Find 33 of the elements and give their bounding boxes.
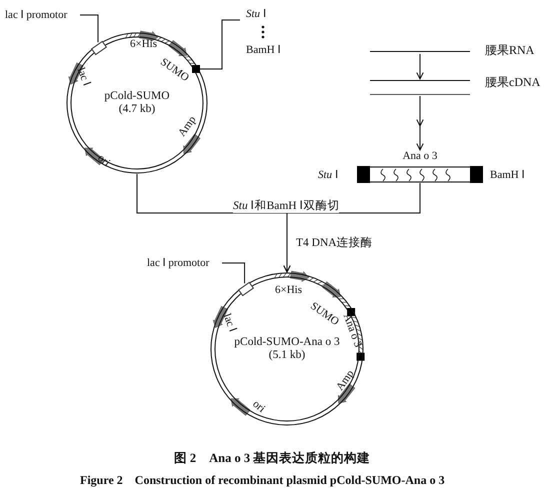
gene-name: Ana o 3 xyxy=(402,150,438,162)
leader-line xyxy=(199,20,240,70)
restriction-site-label: Stu Ⅰ xyxy=(246,8,266,20)
promoter-box xyxy=(90,41,108,56)
plasmid-circle xyxy=(210,272,364,426)
figure-caption: Figure 2 Construction of recombinant plasmid pCold-SUMO-Ana o 3 xyxy=(80,474,445,488)
plasmid-circle xyxy=(66,32,208,174)
feature-label: lac Ⅰ xyxy=(220,312,238,334)
promoter-label: lac Ⅰ promotor xyxy=(5,9,68,22)
edge-label: T4 DNA连接酶 xyxy=(296,237,373,250)
restriction-site-label: BamH Ⅰ xyxy=(246,44,280,56)
feature-label: Ana o 3 xyxy=(340,312,364,349)
plasmid-name: pCold-SUMO (4.7 kb) xyxy=(103,90,171,116)
figure-caption: 图 2 Ana o 3 基因表达质粒的构建 xyxy=(172,452,372,466)
promoter-box xyxy=(238,282,254,297)
promoter-label: lac Ⅰ promotor xyxy=(147,257,210,270)
feature-label: ori xyxy=(250,398,268,416)
restriction-site-label: BamH Ⅰ xyxy=(490,169,524,182)
arrow xyxy=(416,96,424,151)
arrow xyxy=(283,182,420,272)
feature-label: lac Ⅰ xyxy=(74,66,92,88)
leader-line xyxy=(80,14,98,43)
restriction-site-label: Stu Ⅰ xyxy=(318,169,338,182)
plasmid-name: pCold-SUMO-Ana o 3 (5.1 kb) xyxy=(233,336,341,362)
edge-label: Stu Ⅰ和BamH Ⅰ双酶切 xyxy=(233,200,340,213)
leader-line xyxy=(222,262,246,284)
strand-label: 腰果cDNA xyxy=(485,76,540,90)
feature-label: 6×His xyxy=(130,38,157,50)
arrow xyxy=(416,54,424,80)
strand-label: 腰果RNA xyxy=(485,44,534,58)
feature-label: 6×His xyxy=(275,284,302,296)
double-strand xyxy=(370,80,470,95)
restriction-site-marker xyxy=(192,65,200,73)
